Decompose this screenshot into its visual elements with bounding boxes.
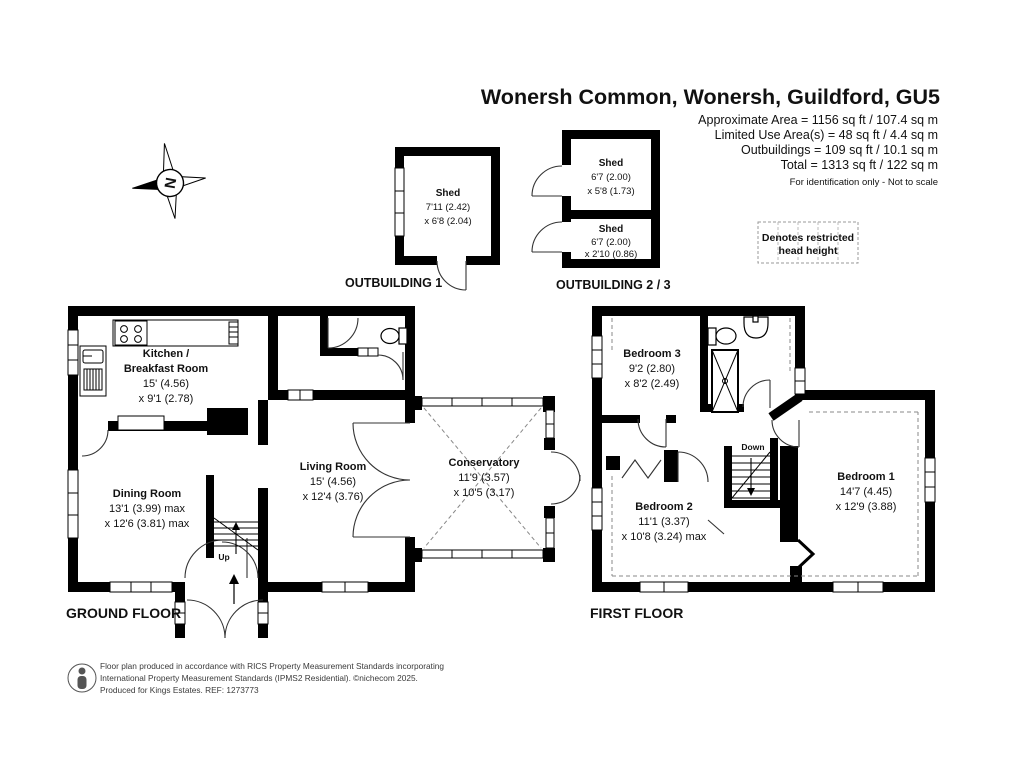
first-floor-doors — [637, 379, 800, 483]
down-label: Down — [741, 442, 764, 452]
up-label: Up — [218, 552, 229, 562]
shed1-dim1: 7'11 (2.42) — [426, 202, 470, 213]
shed2-dim1: 6'7 (2.00) — [591, 172, 631, 183]
kitchen-name1: Kitchen / — [143, 348, 189, 360]
bedroom1-dim2: x 12'9 (3.88) — [836, 501, 897, 513]
outbuildings-area: Outbuildings = 109 sq ft / 10.1 sq m — [741, 143, 938, 157]
bedroom2-dim1: 11'1 (3.37) — [638, 516, 689, 528]
bedroom3-dim1: 9'2 (2.80) — [629, 363, 675, 375]
bedroom1-dim1: 14'7 (4.45) — [840, 486, 892, 498]
bedroom3-dim2: x 8'2 (2.49) — [625, 378, 680, 390]
kitchen-dim1: 15' (4.56) — [143, 378, 189, 390]
shed1-name: Shed — [436, 188, 460, 199]
dining-name: Dining Room — [113, 488, 182, 500]
footer-line1: Floor plan produced in accordance with R… — [100, 661, 444, 671]
first-floor-labels: Bedroom 3 9'2 (2.80) x 8'2 (2.49) Bedroo… — [590, 348, 896, 621]
footer-line3: Produced for Kings Estates. REF: 1273773 — [100, 685, 259, 695]
conservatory-dim1: 11'9 (3.57) — [458, 472, 509, 484]
shed1-dim2: x 6'8 (2.04) — [424, 216, 471, 227]
shed2-dim2: x 5'8 (1.73) — [587, 186, 634, 197]
bedroom3-name: Bedroom 3 — [623, 348, 680, 360]
living-name: Living Room — [300, 461, 367, 473]
outbuilding-1-plan: Shed 7'11 (2.42) x 6'8 (2.04) OUTBUILDIN… — [345, 147, 500, 291]
shed2-name: Shed — [599, 158, 623, 169]
person-icon — [67, 663, 97, 693]
bedroom1-name: Bedroom 1 — [837, 471, 894, 483]
footer: Floor plan produced in accordance with R… — [67, 661, 444, 695]
living-dim2: x 12'4 (3.76) — [303, 491, 364, 503]
first-floor-plan: Down Bedroom 3 9'2 (2.80) x 8'2 (2.49) B… — [590, 306, 936, 621]
bedroom2-name: Bedroom 2 — [635, 501, 692, 513]
first-floor-windows — [591, 335, 936, 593]
total-area: Total = 1313 sq ft / 122 sq m — [781, 158, 938, 172]
conservatory-structure — [410, 396, 581, 562]
compass-letter: N — [162, 176, 181, 190]
closet-bifold-door — [621, 459, 662, 479]
disclaimer: For identification only - Not to scale — [790, 177, 938, 188]
outbuilding23-label: OUTBUILDING 2 / 3 — [556, 278, 671, 292]
sink-unit-icon — [79, 345, 107, 397]
drainer-icon — [228, 321, 239, 345]
living-dim1: 15' (4.56) — [310, 476, 356, 488]
ground-floor-windows — [67, 329, 379, 625]
ground-floor-labels: Kitchen / Breakfast Room 15' (4.56) x 9'… — [66, 348, 520, 621]
limited-use-area: Limited Use Area(s) = 48 sq ft / 4.4 sq … — [715, 128, 938, 142]
shed3-dim1: 6'7 (2.00) — [591, 237, 631, 248]
footer-line2: International Property Measurement Stand… — [100, 673, 418, 683]
first-floor-label: FIRST FLOOR — [590, 605, 683, 621]
serving-hatch — [117, 415, 165, 431]
shed3-name: Shed — [599, 224, 623, 235]
restricted-head-height-legend: Denotes restricted head height — [757, 221, 859, 264]
stairs-up: Up — [213, 517, 259, 562]
dining-dim2: x 12'6 (3.81) max — [105, 518, 190, 530]
dining-dim1: 13'1 (3.99) max — [109, 503, 186, 515]
legend-line2: head height — [779, 245, 838, 257]
shed3-dim2: x 2'10 (0.86) — [585, 249, 638, 260]
legend-line1: Denotes restricted — [762, 232, 854, 244]
stairs-down: Down — [731, 442, 771, 499]
basin-icon — [743, 315, 769, 339]
outbuilding1-label: OUTBUILDING 1 — [345, 276, 442, 290]
bathroom-fixtures — [707, 315, 769, 413]
restricted-height-dashes — [611, 318, 919, 577]
kitchen-counter — [112, 319, 239, 347]
header: Wonersh Common, Wonersh, Guildford, GU5 … — [481, 85, 940, 188]
toilet-icon — [380, 327, 408, 345]
page-title: Wonersh Common, Wonersh, Guildford, GU5 — [481, 85, 940, 109]
kitchen-dim2: x 9'1 (2.78) — [139, 393, 194, 405]
conservatory-dim2: x 10'5 (3.17) — [454, 487, 515, 499]
compass-icon: N — [132, 143, 206, 219]
bedroom2-dim2: x 10'8 (3.24) max — [622, 531, 707, 543]
outbuilding-2-3-plan: Shed 6'7 (2.00) x 5'8 (1.73) Shed 6'7 (2… — [531, 130, 671, 292]
shower-icon — [711, 349, 739, 413]
toilet-icon-ff — [707, 327, 737, 346]
ground-floor-label: GROUND FLOOR — [66, 605, 181, 621]
stove-icon — [114, 320, 148, 346]
ground-floor-plan: Up Kitchen — [66, 306, 581, 639]
entry-arrow — [229, 574, 239, 604]
chimney-zigzag — [796, 538, 816, 570]
kitchen-name2: Breakfast Room — [124, 363, 209, 375]
wardrobe-leaf — [707, 519, 725, 535]
ground-floor-doors — [81, 317, 411, 639]
approximate-area: Approximate Area = 1156 sq ft / 107.4 sq… — [698, 113, 938, 127]
conservatory-name: Conservatory — [449, 457, 521, 469]
